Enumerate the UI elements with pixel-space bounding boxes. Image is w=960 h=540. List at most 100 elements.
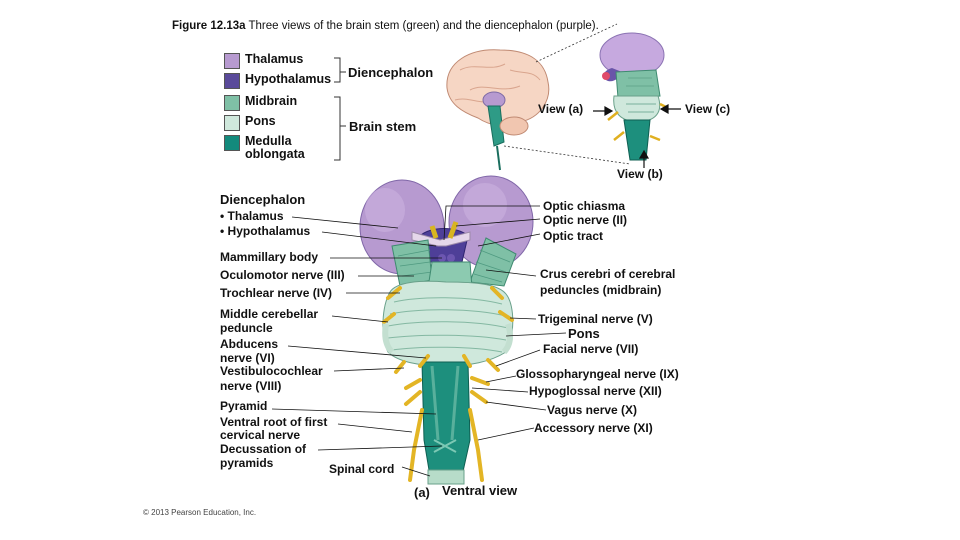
leader-trigeminal: [509, 317, 537, 320]
leader-decussation: [317, 445, 443, 451]
label-hypoglossal-nerve: Hypoglossal nerve (XII): [529, 384, 662, 398]
bracket-diencephalon: [334, 57, 341, 83]
nerve-oculomotor-right: [490, 286, 504, 300]
cerebellum-small: [499, 116, 529, 136]
zoom-line-bottom: [503, 145, 631, 165]
leader-hypothalamus: [321, 231, 437, 247]
pons-lateral: [613, 95, 661, 123]
leader-ventral-root: [337, 423, 413, 433]
ventral-brainstem-illustration: [359, 175, 534, 485]
legend-label-thalamus: Thalamus: [245, 52, 304, 66]
label-optic-tract: Optic tract: [543, 229, 604, 243]
leader-optic-nerve: [455, 218, 541, 227]
label-oculomotor-nerve: Oculomotor nerve (III): [220, 268, 345, 282]
leader-lines: [271, 205, 567, 477]
spinal-cord-shape: [427, 469, 465, 485]
nerve-facial-vestibular: [394, 358, 500, 374]
legend-swatch-pons: [224, 115, 240, 131]
leader-abducens: [287, 345, 427, 359]
label-ventral-root-1: Ventral root of first: [220, 415, 328, 429]
optic-nerves-shape: [429, 221, 459, 239]
label-diencephalon-header: Diencephalon: [220, 192, 306, 207]
label-crus-cerebri-1: Crus cerebri of cerebral: [540, 267, 676, 281]
label-glossopharyngeal-nerve: Glossopharyngeal nerve (IX): [516, 367, 679, 381]
label-ventral-root-2: cervical nerve: [220, 428, 301, 442]
label-pyramid: Pyramid: [220, 399, 268, 413]
label-middle-cerebellar-1: Middle cerebellar: [220, 307, 319, 321]
legend-group-brain-stem: Brain stem: [349, 119, 417, 134]
label-hypothalamus: • Hypothalamus: [220, 224, 311, 238]
pons-fiber-lines: [387, 297, 509, 353]
whole-brain-illustration: [446, 49, 550, 171]
label-view-c: View (c): [685, 102, 731, 116]
leader-facial: [495, 349, 541, 367]
legend-swatch-thalamus: [224, 53, 240, 69]
legend-label-hypothalamus: Hypothalamus: [245, 72, 332, 86]
leader-spinal-cord: [401, 466, 431, 477]
nerve-roots-lateral: [607, 102, 669, 142]
nerve-trigeminal-right: [498, 310, 514, 322]
arrow-view-c-head: [659, 103, 669, 115]
legend-swatch-medulla: [224, 135, 240, 151]
middle-cerebellar-peduncle-right: [501, 323, 514, 355]
figure-title: Figure 12.13a Three views of the brain s…: [172, 20, 599, 32]
label-mammillary-body: Mammillary body: [220, 250, 319, 264]
fiber-lines-lateral: [626, 77, 656, 113]
label-view-a: View (a): [538, 102, 584, 116]
leader-pons: [505, 332, 567, 337]
crus-cerebri-left: [391, 239, 433, 287]
label-trigeminal-nerve: Trigeminal nerve (V): [538, 312, 653, 326]
view-caption-text: Ventral view: [442, 483, 518, 498]
label-facial-nerve: Facial nerve (VII): [543, 342, 639, 356]
midbrain-lateral: [615, 69, 661, 99]
thalamus-highlight-left: [365, 188, 405, 232]
legend-swatch-hypothalamus: [224, 73, 240, 89]
leader-vestibulocochlear: [333, 367, 405, 372]
medulla-lateral: [623, 119, 651, 161]
label-abducens-1: Abducens: [220, 337, 279, 351]
label-view-b: View (b): [617, 167, 663, 181]
label-vestibulocochlear-1: Vestibulocochlear: [220, 364, 323, 378]
zoom-line-top: [535, 23, 618, 63]
label-pons: Pons: [568, 326, 600, 341]
label-accessory-nerve: Accessory nerve (XI): [534, 421, 653, 435]
arrow-view-a-head: [604, 105, 614, 117]
figure-number: Figure 12.13a: [172, 20, 246, 32]
legend-label-pons: Pons: [245, 114, 276, 128]
medulla-body: [421, 361, 471, 477]
label-vagus-nerve: Vagus nerve (X): [547, 403, 638, 417]
leader-accessory: [477, 427, 535, 441]
lateral-brainstem-illustration: [599, 32, 669, 161]
label-trochlear-nerve: Trochlear nerve (IV): [220, 286, 333, 300]
cerebrum-small: [446, 49, 550, 126]
label-vestibulocochlear-2: nerve (VIII): [220, 379, 282, 393]
legend-brackets: [334, 57, 346, 161]
mammillary-body-right: [447, 254, 455, 262]
nerve-vagus: [404, 390, 488, 406]
leader-glosso: [485, 375, 517, 383]
label-decussation-2: pyramids: [220, 456, 274, 470]
legend-label-midbrain: Midbrain: [245, 94, 298, 108]
view-arrows: [593, 103, 681, 168]
label-decussation-1: Decussation of: [220, 442, 307, 456]
middle-cerebellar-peduncle-left: [382, 323, 395, 355]
arrow-view-b-head: [638, 149, 650, 159]
leader-optic-tract: [477, 233, 541, 247]
label-spinal-cord: Spinal cord: [329, 462, 395, 476]
leader-vagus: [485, 401, 547, 411]
label-crus-cerebri-2: peduncles (midbrain): [540, 283, 662, 297]
nerve-glossopharyngeal: [404, 376, 490, 390]
label-optic-chiasma: Optic chiasma: [543, 199, 626, 213]
legend-group-diencephalon: Diencephalon: [348, 65, 434, 80]
nerve-abducens: [418, 354, 472, 368]
leader-crus: [485, 269, 537, 277]
label-middle-cerebellar-2: peduncle: [220, 321, 273, 335]
bracket-brain-stem: [334, 96, 341, 161]
pyramids-shape: [430, 365, 460, 441]
thalamus-highlight-right: [463, 183, 507, 227]
leader-hypoglossal: [471, 387, 529, 393]
crus-fiber-lines: [397, 249, 511, 283]
label-thalamus: • Thalamus: [220, 209, 284, 223]
view-caption-letter: (a): [414, 485, 430, 500]
